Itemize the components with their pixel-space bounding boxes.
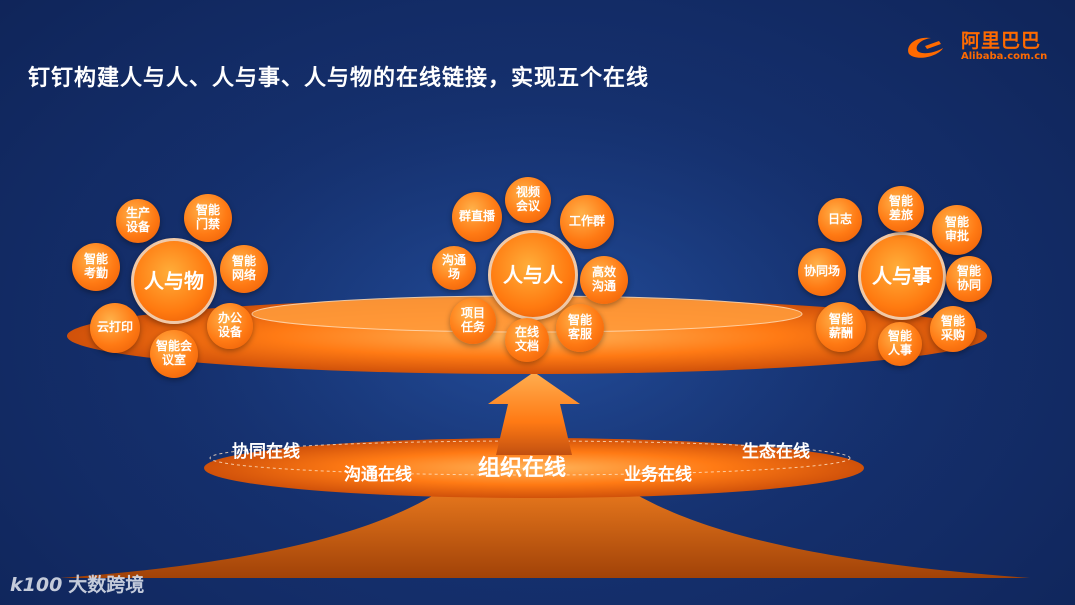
bubble-work-group: 工作群: [560, 195, 614, 249]
bubble-smart-collab: 智能 协同: [946, 256, 992, 302]
bubble-smart-network: 智能 网络: [220, 245, 268, 293]
bubble-smart-access: 智能 门禁: [184, 194, 232, 242]
label-business-online: 业务在线: [624, 465, 692, 485]
bubble-log: 日志: [818, 198, 862, 242]
watermark-logo: k100: [10, 574, 63, 596]
bubble-collab-field: 协同场: [798, 248, 846, 296]
alibaba-logo: 阿里巴巴 Alibaba.com.cn: [903, 26, 1047, 70]
bubble-smart-purchase: 智能 采购: [930, 306, 976, 352]
lower-orbit: [209, 440, 851, 476]
label-comm-online: 沟通在线: [344, 465, 412, 485]
bubble-online-docs: 在线 文档: [505, 318, 549, 362]
label-org-online: 组织在线: [478, 456, 567, 481]
label-eco-online: 生态在线: [742, 442, 810, 462]
bubble-group-live: 群直播: [452, 192, 502, 242]
hub-center-affairs: 人与事: [858, 232, 946, 320]
hub-center-things: 人与物: [131, 238, 217, 324]
watermark-text: 大数跨境: [68, 574, 145, 596]
bubble-cloud-print: 云打印: [90, 303, 140, 353]
label-collab-online: 协同在线: [232, 442, 300, 462]
up-arrow: [488, 372, 580, 455]
base-cone: [60, 460, 1030, 578]
bubble-efficient-comm: 高效 沟通: [580, 256, 628, 304]
bubble-video-meeting: 视频 会议: [505, 177, 551, 223]
bubble-project-tasks: 项目 任务: [450, 298, 496, 344]
bubble-smart-hr: 智能 人事: [878, 322, 922, 366]
bubble-smart-travel: 智能 差旅: [878, 186, 924, 232]
page-title: 钉钉构建人与人、人与事、人与物的在线链接，实现五个在线: [28, 66, 650, 91]
hub-center-people: 人与人: [488, 230, 578, 320]
logo-text-en: Alibaba.com.cn: [961, 51, 1048, 62]
bubble-smart-service: 智能 客服: [556, 304, 604, 352]
logo-text-cn: 阿里巴巴: [961, 30, 1042, 52]
bubble-comm-field: 沟通 场: [432, 246, 476, 290]
bubble-production-equipment: 生产 设备: [116, 199, 160, 243]
lower-platform: [204, 438, 864, 498]
bubble-smart-approval: 智能 审批: [932, 205, 982, 255]
alibaba-smile-icon: [908, 37, 943, 58]
bubble-office-equipment: 办公 设备: [207, 303, 253, 349]
bubble-smart-attendance: 智能 考勤: [72, 243, 120, 291]
bubble-smart-payroll: 智能 薪酬: [816, 302, 866, 352]
bubble-smart-meeting-room: 智能会 议室: [150, 330, 198, 378]
